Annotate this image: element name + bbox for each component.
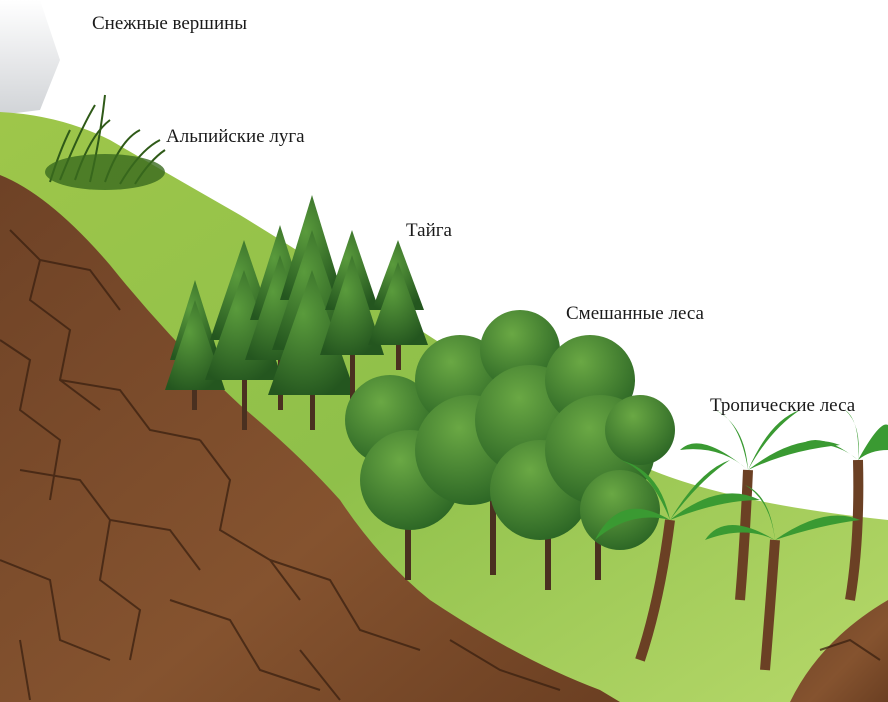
label-mixed-forests: Смешанные леса [566,304,704,323]
label-snow-peaks: Снежные вершины [92,14,247,33]
alpine-grass-base [45,154,165,190]
label-taiga: Тайга [406,221,452,240]
label-alpine-meadows: Альпийские луга [166,127,305,146]
snow-cap [0,0,60,115]
label-tropical-forests: Тропические леса [710,396,855,415]
